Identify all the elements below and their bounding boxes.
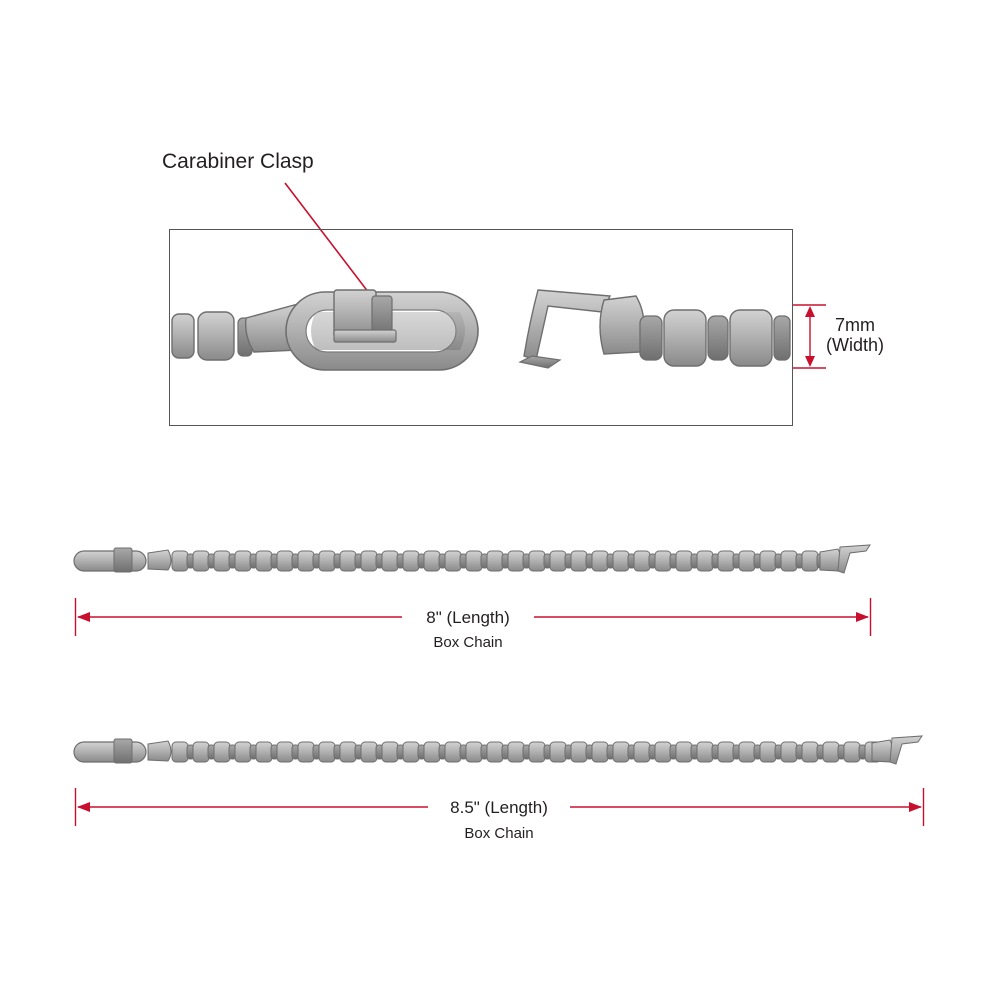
chain-2-length-label: 8.5" (Length) (450, 798, 548, 817)
chain-link (675, 550, 693, 572)
chain-link (675, 741, 693, 763)
chain-clasp (73, 741, 147, 763)
width-caption-label: (Width) (826, 335, 884, 355)
width-value-label: 7mm (835, 315, 875, 335)
chain-link (570, 550, 588, 572)
chain-2-illustration (73, 735, 923, 765)
chain-link (423, 550, 441, 572)
chain-link (843, 741, 861, 763)
chain-link (507, 550, 525, 572)
chain-1-length-label: 8" (Length) (426, 608, 510, 627)
chain-link (780, 550, 798, 572)
chain-link (297, 550, 315, 572)
chain-link (402, 741, 420, 763)
chain-link (759, 741, 777, 763)
callout-label: Carabiner Clasp (162, 150, 314, 173)
chain-link (696, 550, 714, 572)
chain-link (717, 550, 735, 572)
chain-link (507, 741, 525, 763)
chain-2-type-label: Box Chain (464, 825, 533, 842)
closeup-frame (169, 229, 793, 426)
chain-link (318, 741, 336, 763)
chain-link (612, 741, 630, 763)
chain-link (381, 741, 399, 763)
chain-end-cap (147, 740, 172, 762)
chain-link (339, 741, 357, 763)
chain-link (360, 741, 378, 763)
chain-link (381, 550, 399, 572)
chain-link (171, 550, 189, 572)
chain-link (234, 550, 252, 572)
chain-link (297, 741, 315, 763)
chain-link (717, 741, 735, 763)
chain-link (528, 741, 546, 763)
closeup-carabiner-clasp (285, 289, 479, 371)
chain-link (465, 741, 483, 763)
chain-link (213, 741, 231, 763)
chain-link (759, 550, 777, 572)
chain-link (255, 741, 273, 763)
chain-link (633, 741, 651, 763)
chain-1-type-label: Box Chain (433, 634, 502, 651)
chain-link (801, 741, 819, 763)
closeup-right-links (639, 309, 791, 367)
chain-link (612, 550, 630, 572)
chain-bail (837, 544, 871, 574)
chain-link (192, 741, 210, 763)
chain-link (171, 741, 189, 763)
chain-link (822, 741, 840, 763)
chain-clasp (73, 550, 147, 572)
chain-1-illustration (73, 544, 871, 574)
chain-link (528, 550, 546, 572)
chain-link (192, 550, 210, 572)
chain-link (738, 550, 756, 572)
chain-link (780, 741, 798, 763)
chain-link (444, 550, 462, 572)
chain-link (633, 550, 651, 572)
chain-link (339, 550, 357, 572)
chain-link (486, 741, 504, 763)
chain-end-cap (147, 549, 172, 571)
chain-clasp-gate (113, 547, 133, 573)
chain-link (360, 550, 378, 572)
chain-clasp-gate (113, 738, 133, 764)
chain-link (591, 550, 609, 572)
chain-link (696, 741, 714, 763)
chain-1-dimension-line (74, 598, 872, 636)
closeup-chain-illustration (171, 289, 791, 371)
chain-link (213, 550, 231, 572)
chain-link (276, 550, 294, 572)
chain-link (444, 741, 462, 763)
chain-link (234, 741, 252, 763)
chain-link (255, 550, 273, 572)
chain-link (549, 550, 567, 572)
chain-link (549, 741, 567, 763)
closeup-bail (518, 289, 645, 369)
chain-link (738, 741, 756, 763)
chain-link (591, 741, 609, 763)
chain-link (654, 741, 672, 763)
chain-2-dimension-line (74, 788, 925, 826)
chain-link (318, 550, 336, 572)
chain-bail (889, 735, 923, 765)
chain-link (402, 550, 420, 572)
chain-link (486, 550, 504, 572)
chain-link (570, 741, 588, 763)
chain-link (423, 741, 441, 763)
chain-link (654, 550, 672, 572)
chain-link (801, 550, 819, 572)
chain-link (276, 741, 294, 763)
width-dimension (793, 304, 826, 369)
closeup-left-links (171, 311, 253, 361)
chain-link (465, 550, 483, 572)
